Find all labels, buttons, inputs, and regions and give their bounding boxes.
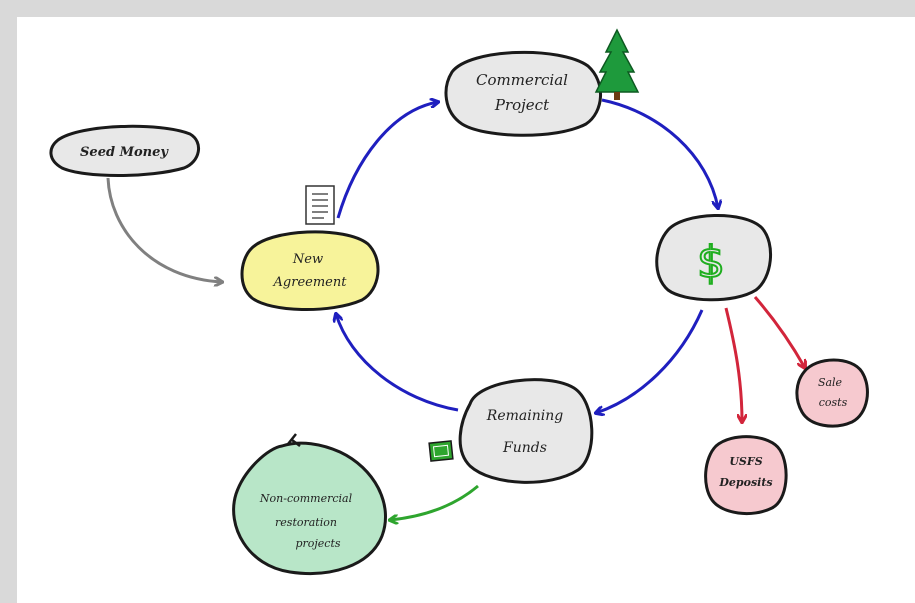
node-new-agreement: New Agreement [240,230,380,312]
commercial-label-line2: Project [494,96,550,114]
remaining-label-line2: Funds [502,440,547,456]
node-remaining-funds: Remaining Funds [458,378,594,484]
usfs-label-line1: USFS [729,455,762,468]
usfs-label-line2: Deposits [718,476,772,489]
arrow-dollar-to-usfs [724,307,742,422]
arrow-remaining-to-noncommercial [390,484,479,520]
agreement-label-line2: Agreement [273,275,348,290]
node-seed-money: Seed Money [49,124,200,177]
seed-money-label: Seed Money [80,145,169,160]
noncommercial-label-line2: restoration [275,516,337,529]
node-dollar: $ [655,213,773,302]
arrow-remaining-to-agreement [336,314,459,412]
arrow-dollar-to-sale-costs [753,296,805,368]
document-icon [305,185,335,225]
arrow-commercial-to-dollar [601,98,718,208]
noncommercial-label-line3: projects [295,537,340,550]
arrow-seed-to-agreement [106,177,222,282]
arrow-agreement-to-commercial [336,102,438,219]
noncommercial-label-line1: Non-commercial [259,492,353,505]
arrow-dollar-to-remaining [596,309,704,413]
node-sale-costs: Sale costs [795,358,869,428]
sale-costs-label-line1: Sale [818,376,843,389]
node-noncommercial-projects: Non-commercial restoration projects [232,433,387,575]
money-icon [428,440,454,462]
node-usfs-deposits: USFS Deposits [704,435,788,515]
commercial-label-line1: Commercial [476,71,568,89]
dollar-sign: $ [697,237,725,288]
remaining-label-line1: Remaining [486,408,563,424]
agreement-label-line1: New [292,252,323,267]
sale-costs-label-line2: costs [819,396,848,409]
tree-icon [594,28,640,100]
node-commercial-project: Commercial Project [444,50,602,137]
